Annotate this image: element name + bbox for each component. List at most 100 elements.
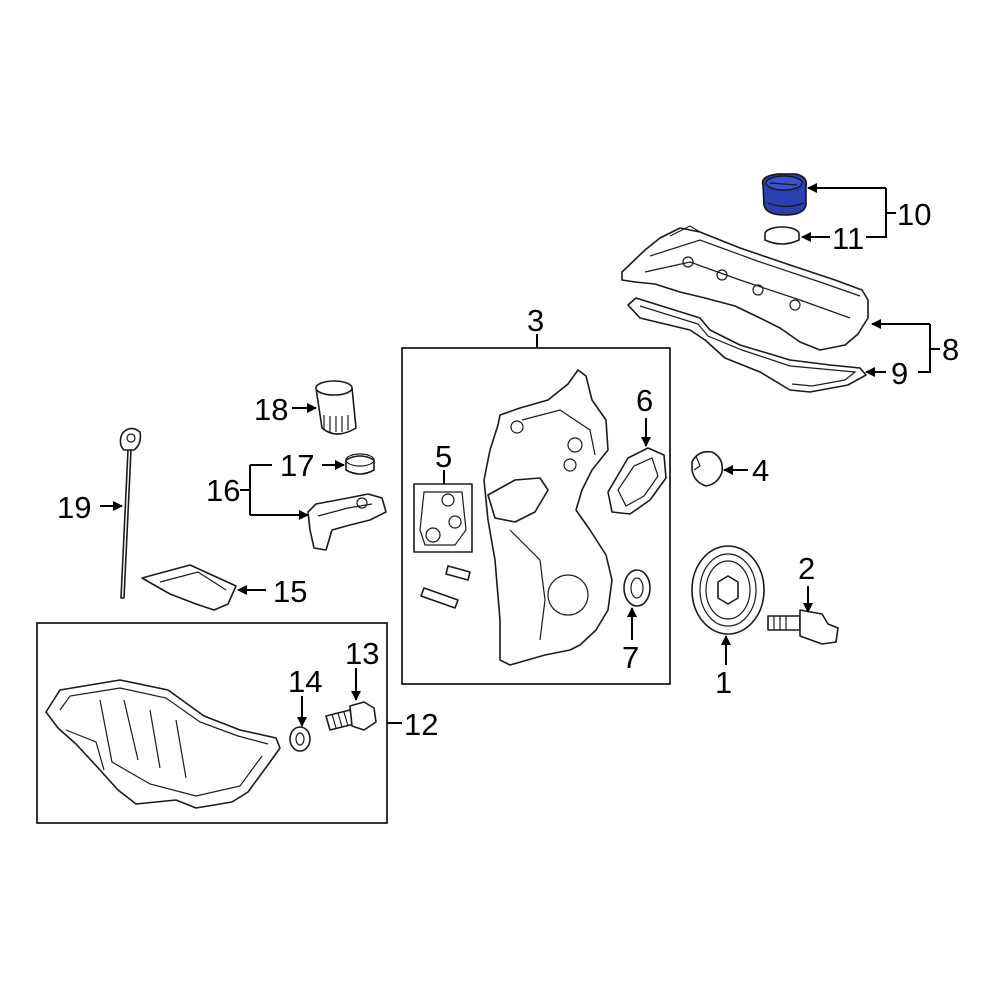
baffle-plate-body bbox=[141, 564, 237, 611]
cooler-seal[interactable] bbox=[345, 453, 375, 475]
oil-filter-housing-port bbox=[356, 497, 368, 509]
dipstick-rod bbox=[120, 449, 132, 599]
callout-16: 16 bbox=[206, 473, 240, 508]
drain-washer[interactable] bbox=[289, 726, 311, 752]
timing-cover-body bbox=[483, 369, 613, 666]
oil-filler-cap-grip bbox=[769, 182, 798, 186]
pulley-bolt[interactable] bbox=[767, 609, 839, 645]
oil-filter-housing-rib bbox=[317, 503, 373, 517]
callout-13: 13 bbox=[345, 636, 379, 671]
timing-chain-cover[interactable] bbox=[483, 369, 613, 666]
oil-pan[interactable] bbox=[45, 679, 281, 809]
pulley-bolt-head bbox=[799, 609, 839, 645]
callout-10: 10 bbox=[897, 197, 931, 232]
dipstick-handle-hole bbox=[126, 433, 136, 443]
gasket-kit-hole bbox=[448, 515, 462, 529]
pulley-bolt-shank bbox=[767, 615, 801, 631]
callout-9: 9 bbox=[891, 356, 908, 391]
oil-filter[interactable] bbox=[315, 380, 357, 435]
callout-12: 12 bbox=[404, 707, 438, 742]
valve-cover-neck bbox=[669, 225, 701, 237]
cover-plug[interactable] bbox=[691, 450, 724, 487]
cap-seal-side bbox=[764, 234, 800, 245]
callout-11: 11 bbox=[832, 221, 864, 256]
callout-2: 2 bbox=[798, 551, 815, 586]
cover-plug-tab bbox=[693, 455, 701, 471]
valve-cover-bolt bbox=[752, 284, 764, 296]
drain-plug-head bbox=[349, 701, 377, 731]
drain-plug-thread bbox=[331, 711, 349, 729]
valve-cover-gasket[interactable] bbox=[627, 297, 867, 393]
oil-filler-cap-top bbox=[765, 175, 803, 191]
valve-cover-bolt bbox=[682, 256, 694, 268]
cover-gasket-outer bbox=[607, 447, 667, 515]
callout-5: 5 bbox=[435, 439, 452, 474]
cooler-seal-body bbox=[345, 455, 375, 475]
oil-filler-cap[interactable] bbox=[761, 173, 808, 216]
oil-pan-rib bbox=[123, 699, 187, 779]
gasket-kit-hole bbox=[425, 527, 441, 543]
crankshaft-pulley[interactable] bbox=[691, 545, 765, 635]
dipstick-handle bbox=[119, 427, 142, 451]
bolt bbox=[420, 587, 459, 609]
oil-filler-cap-thread bbox=[767, 202, 805, 208]
cover-gasket-inner bbox=[617, 457, 659, 507]
oil-pan-inner-rim bbox=[59, 687, 269, 745]
drain-washer-outer bbox=[289, 726, 311, 752]
cover-plug-body bbox=[691, 450, 724, 487]
cooler-seal-top bbox=[345, 453, 375, 467]
callout-3: 3 bbox=[527, 303, 544, 338]
callout-14: 14 bbox=[288, 664, 322, 699]
front-crank-seal[interactable] bbox=[623, 569, 651, 607]
valve-cover-bolt bbox=[716, 269, 728, 281]
oil-filter-housing-body bbox=[307, 493, 387, 551]
baffle-plate[interactable] bbox=[141, 564, 237, 611]
pulley-bolt-thread bbox=[773, 616, 787, 630]
callout-4: 4 bbox=[752, 453, 769, 488]
gasket-kit[interactable] bbox=[413, 483, 473, 553]
oil-filter-top bbox=[315, 380, 353, 396]
timing-cover-bracket bbox=[487, 477, 549, 523]
callout-17: 17 bbox=[280, 448, 314, 483]
front-crank-seal-outer bbox=[623, 569, 651, 607]
timing-cover-boss bbox=[563, 458, 577, 472]
oil-pan-sump-wall bbox=[99, 699, 263, 797]
valve-cover-bolt bbox=[789, 299, 801, 311]
timing-cover-boss bbox=[510, 420, 524, 434]
valve-cover-gasket-inner bbox=[639, 305, 857, 387]
valve-cover-ridge-2 bbox=[644, 261, 851, 319]
cover-gasket[interactable] bbox=[607, 447, 667, 515]
pulley-hub bbox=[717, 575, 739, 605]
valve-cover[interactable] bbox=[621, 225, 869, 351]
oil-pan-rib bbox=[65, 729, 105, 771]
timing-cover-rib bbox=[521, 409, 596, 456]
oil-filter-flutes bbox=[323, 415, 349, 432]
pulley-groove bbox=[699, 553, 757, 627]
valve-cover-gasket-outer bbox=[627, 297, 867, 393]
callout-7: 7 bbox=[622, 640, 639, 675]
gasket-kit-card bbox=[413, 483, 473, 553]
pulley-groove bbox=[705, 560, 751, 620]
valve-cover-body bbox=[621, 227, 869, 351]
callout-1: 1 bbox=[715, 665, 732, 700]
drain-plug[interactable] bbox=[325, 701, 377, 731]
drain-washer-inner bbox=[295, 732, 305, 746]
valve-cover-ridge bbox=[649, 239, 861, 297]
front-crank-seal-inner bbox=[630, 577, 644, 599]
bracket-16 bbox=[240, 464, 308, 515]
baffle-plate-edge bbox=[159, 571, 227, 591]
timing-cover-crank-opening bbox=[547, 574, 589, 616]
dipstick[interactable] bbox=[119, 427, 142, 599]
callout-8: 8 bbox=[942, 332, 959, 367]
callout-6: 6 bbox=[636, 383, 653, 418]
callout-19: 19 bbox=[57, 490, 91, 525]
bracket-10-11 bbox=[866, 188, 896, 238]
callout-18: 18 bbox=[254, 392, 288, 427]
oil-filter-housing[interactable] bbox=[307, 493, 387, 551]
cap-seal[interactable] bbox=[764, 226, 800, 245]
timing-cover-rib-2 bbox=[509, 529, 546, 641]
timing-cover-boss bbox=[567, 437, 583, 453]
timing-cover-bolts bbox=[420, 565, 471, 609]
bolt bbox=[445, 565, 471, 581]
